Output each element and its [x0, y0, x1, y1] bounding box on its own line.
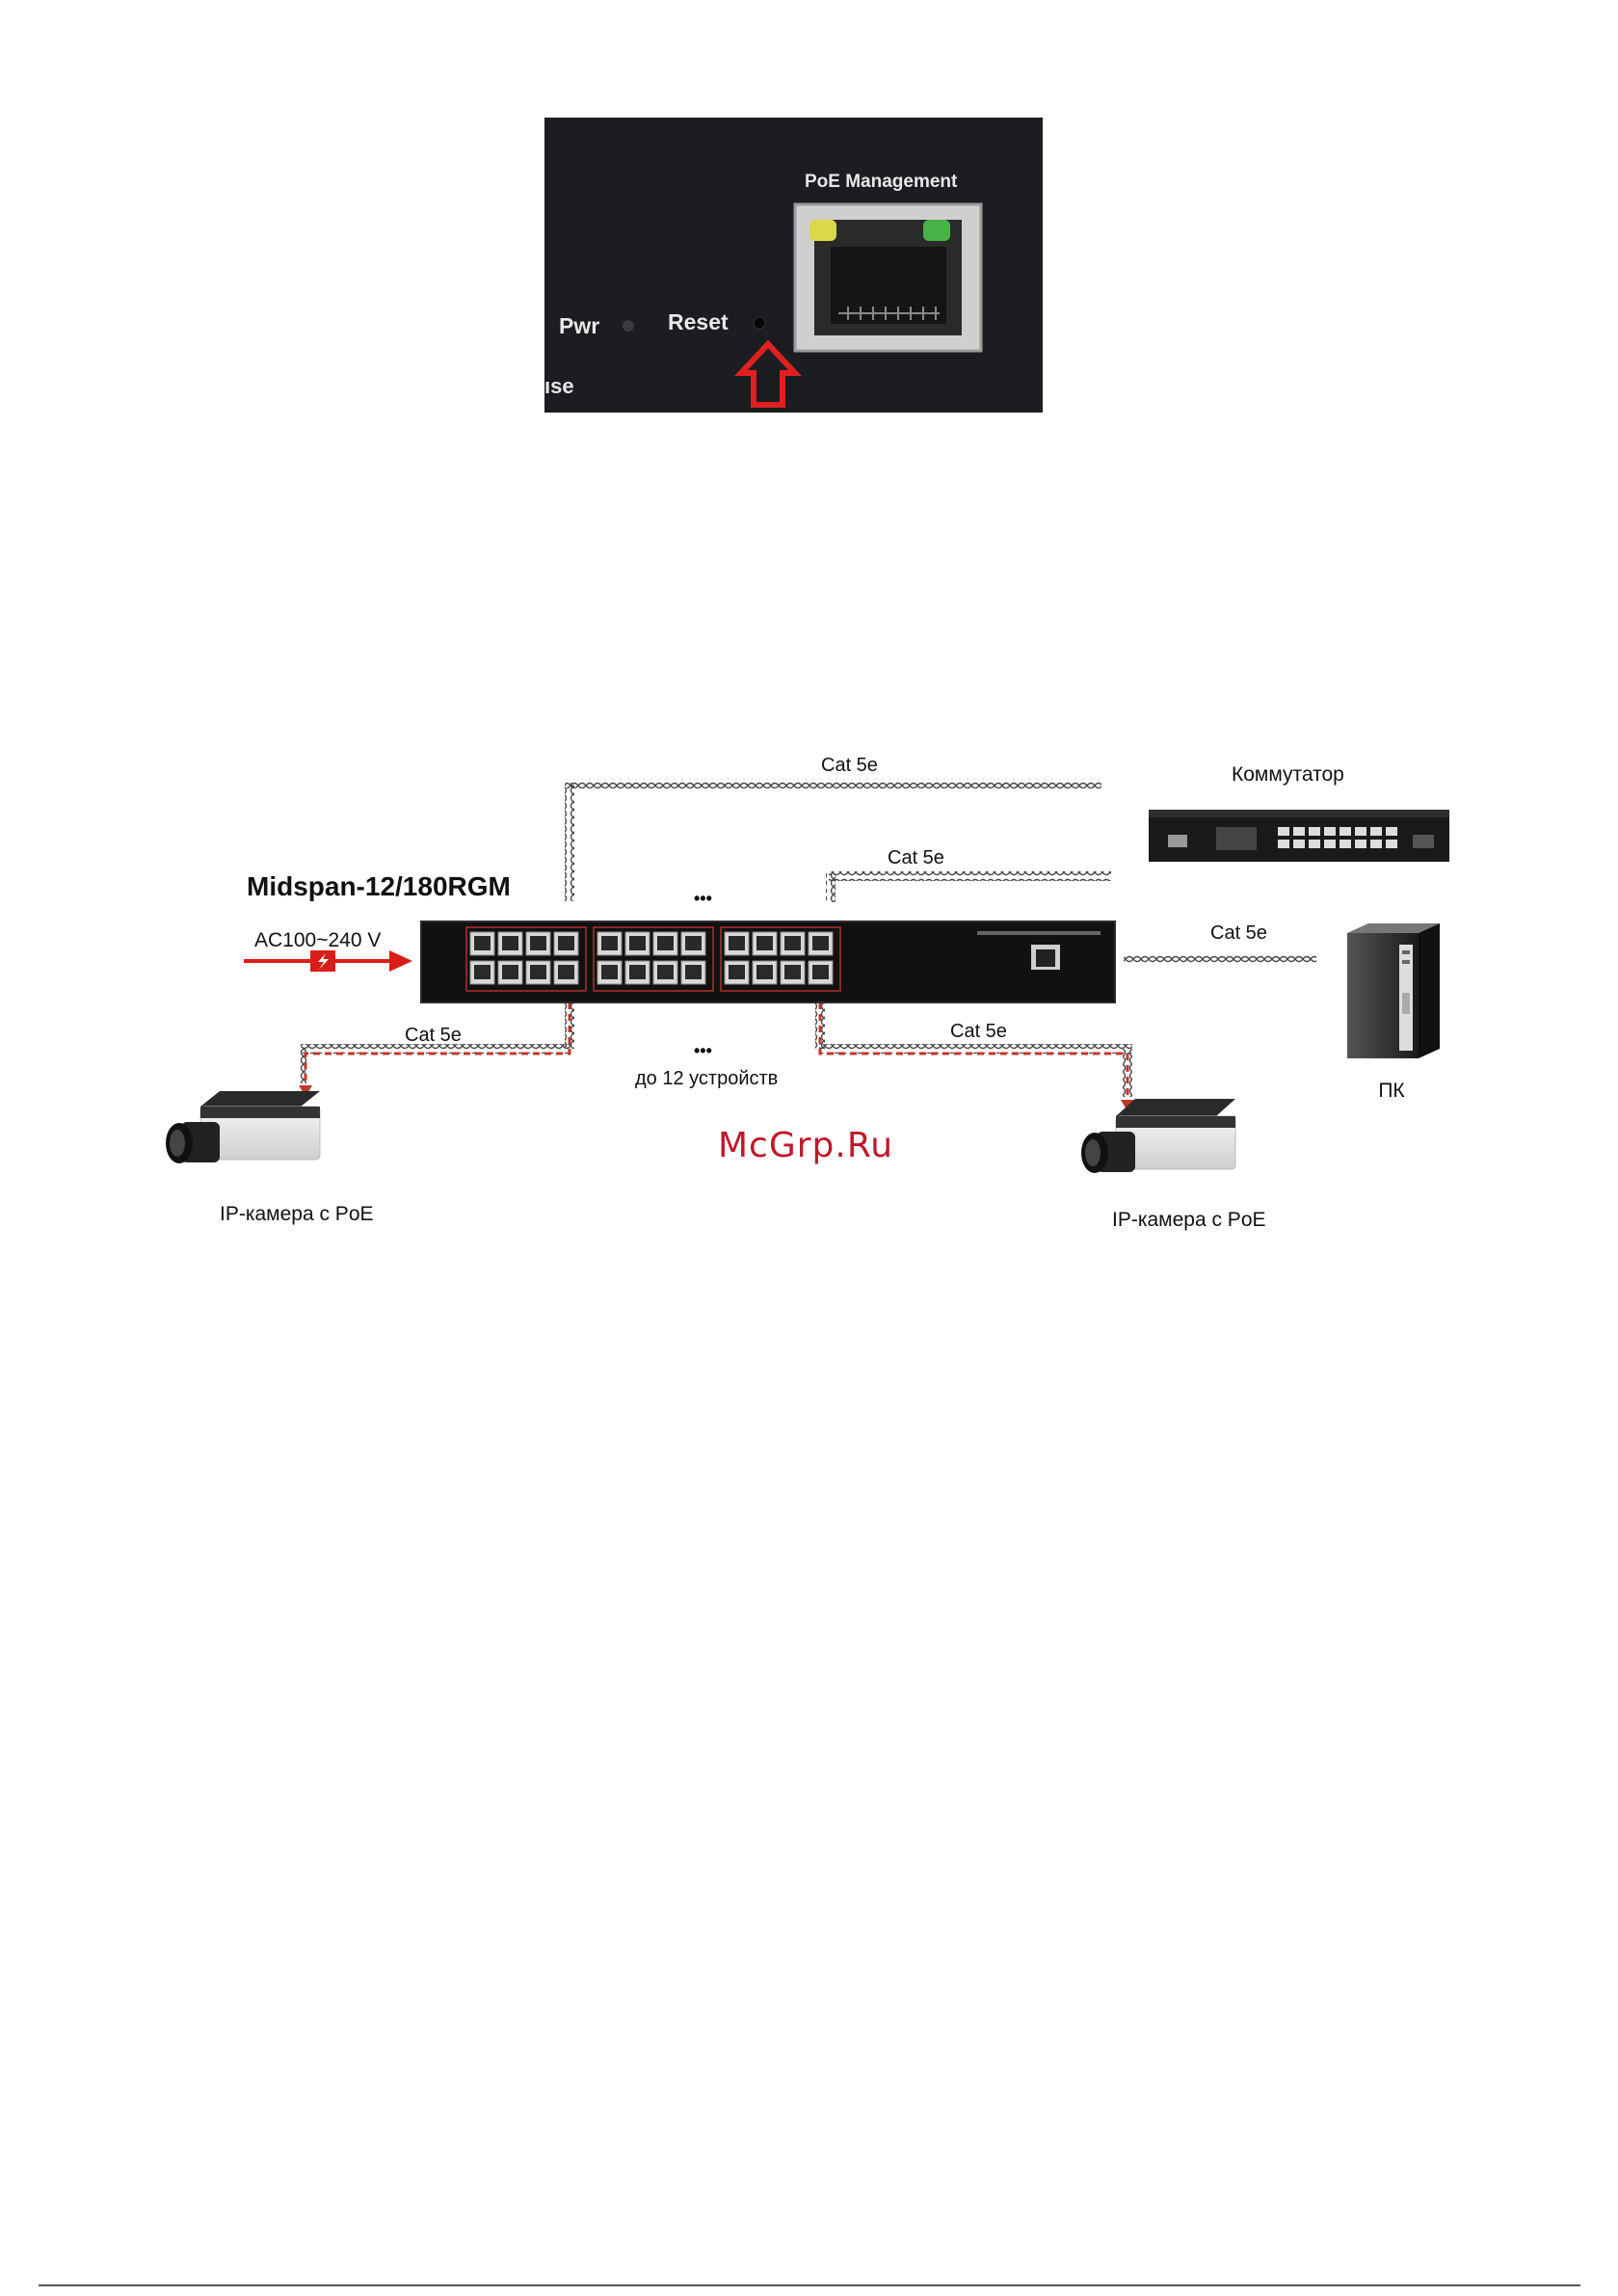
poe-port-socket — [629, 965, 646, 979]
camera-left-label: IP-камера с PoE — [220, 1203, 374, 1225]
partial-label: ıse — [544, 374, 574, 398]
cable-pc — [1124, 954, 1316, 964]
dots-top: ••• — [694, 889, 712, 908]
poe-port-socket — [756, 936, 773, 950]
pc-tower: ПК — [1347, 923, 1440, 1102]
poe-port-socket — [685, 965, 702, 979]
ip-camera-left: IP-камера с PoE — [166, 1091, 374, 1225]
up-to-devices-label: до 12 устройств — [635, 1068, 778, 1089]
poe-port-socket — [729, 936, 745, 950]
reset-label: Reset — [668, 309, 729, 334]
camera-right-label: IP-камера с PoE — [1112, 1209, 1266, 1231]
poe-port-socket — [657, 965, 674, 979]
reset-hole-icon — [754, 317, 765, 329]
power-label: AC100~240 V — [254, 929, 381, 951]
poe-port-socket — [474, 936, 491, 950]
cable-top-horizontal — [567, 779, 1101, 788]
poe-port-socket — [812, 936, 829, 950]
poe-port-socket — [784, 965, 801, 979]
poe-port-socket — [530, 936, 546, 950]
cable-switch-horizontal — [829, 871, 1111, 881]
poe-port-socket — [729, 965, 745, 979]
reset-button-photo: PoE Management Pwr Reset ıse — [544, 118, 1043, 413]
midspan-device — [421, 921, 1115, 1002]
poe-port-socket — [558, 965, 574, 979]
cable-bottom-right-label: Cat 5e — [950, 1021, 1007, 1042]
poe-port-socket — [657, 936, 674, 950]
watermark: McGrp.Ru — [718, 1126, 893, 1165]
poe-port-socket — [558, 936, 574, 950]
management-port — [795, 204, 981, 351]
poe-port-socket — [629, 936, 646, 950]
yellow-led-icon — [809, 220, 836, 241]
poe-port-socket — [530, 965, 546, 979]
pwr-label: Pwr — [559, 313, 599, 338]
pwr-led-icon — [623, 320, 634, 332]
green-led-icon — [923, 220, 950, 241]
power-arrow-icon — [389, 950, 412, 972]
poe-port-socket — [474, 965, 491, 979]
device-title: Midspan-12/180RGM — [247, 871, 511, 901]
dots-bottom: ••• — [694, 1041, 712, 1060]
cable-upper-mid-label: Cat 5e — [888, 847, 944, 868]
cable-top-vertical — [565, 783, 574, 901]
poe-port-socket — [601, 936, 618, 950]
poe-port-socket — [756, 965, 773, 979]
poe-port-socket — [685, 936, 702, 950]
pc-label: ПК — [1378, 1080, 1405, 1102]
cable-bottom-left-label: Cat 5e — [405, 1025, 462, 1046]
switch-device: Коммутатор — [1149, 763, 1449, 862]
ip-camera-right: IP-камера с PoE — [1081, 1099, 1266, 1231]
poe-port-socket — [601, 965, 618, 979]
cable-switch-vertical — [826, 873, 836, 902]
cable-right-label: Cat 5e — [1210, 922, 1267, 944]
poe-port-socket — [502, 965, 518, 979]
cable-top-label: Cat 5e — [821, 755, 878, 776]
switch-label: Коммутатор — [1232, 763, 1344, 786]
poe-management-label: PoE Management — [805, 172, 958, 192]
poe-port-socket — [502, 936, 518, 950]
poe-port-socket — [784, 936, 801, 950]
poe-port-socket — [812, 965, 829, 979]
page-bottom-rule — [39, 2284, 1580, 2286]
